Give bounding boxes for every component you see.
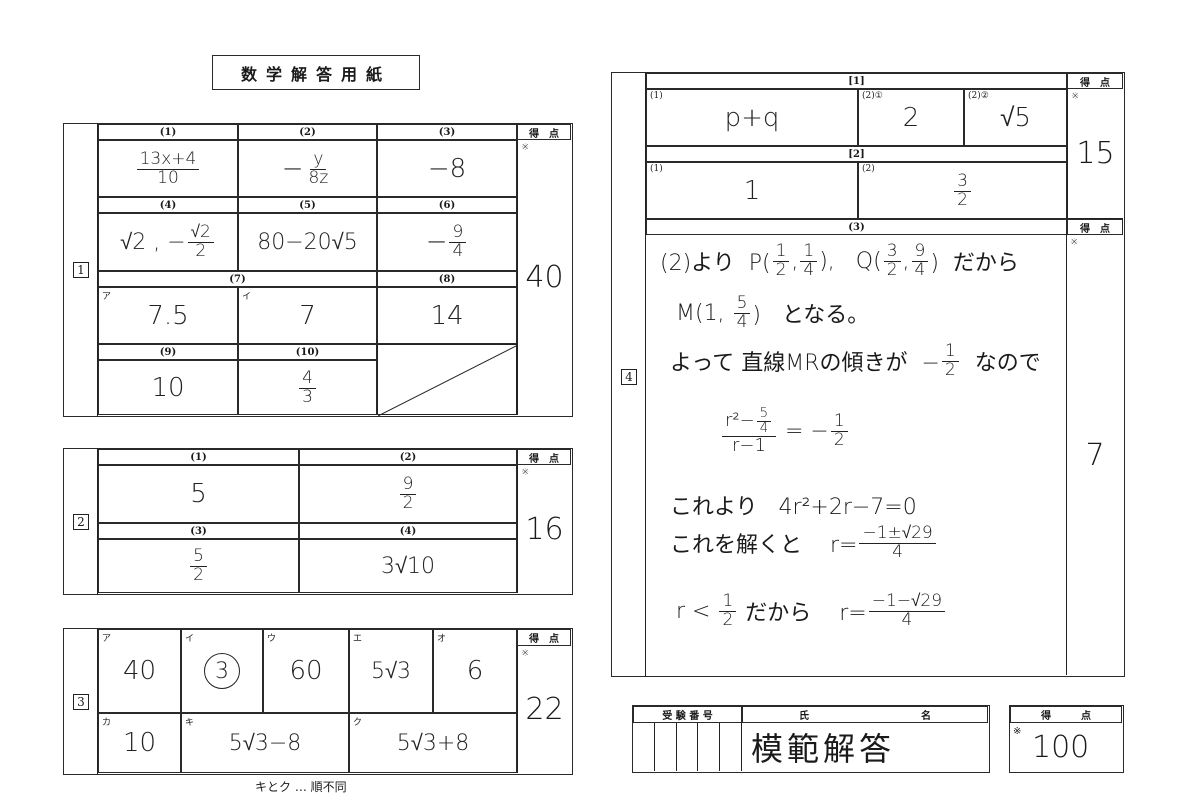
header: (4) bbox=[98, 197, 238, 213]
exam-number-header: 受 験 番 号 bbox=[633, 706, 742, 723]
name-box: 受 験 番 号 氏名 模範解答 bbox=[632, 705, 990, 773]
header: (1) bbox=[98, 124, 238, 140]
footnote: キとク … 順不同 bbox=[255, 780, 347, 794]
answer-1-5: 80−20√5 bbox=[238, 213, 377, 271]
answer-1-3: −8 bbox=[377, 140, 517, 197]
score-header: 得 点 bbox=[1010, 706, 1122, 723]
sheet-title: 数学解答用紙 bbox=[212, 55, 420, 90]
solution-line: これより 4r²+2r−7=0 bbox=[670, 495, 917, 520]
header: [1] bbox=[646, 73, 1067, 89]
section-label: 2 bbox=[73, 514, 89, 530]
answer-2-4: 3√10 bbox=[299, 539, 517, 593]
score-box: ※7 bbox=[1070, 237, 1105, 473]
header: (3) bbox=[646, 219, 1067, 235]
score-header: 得 点 bbox=[1067, 219, 1123, 235]
header: (2) bbox=[238, 124, 377, 140]
section-label: 3 bbox=[73, 694, 89, 710]
total-score: 100 bbox=[1032, 730, 1090, 765]
header: (8) bbox=[377, 271, 517, 287]
name-header: 氏名 bbox=[742, 706, 988, 723]
header: (7) bbox=[98, 271, 377, 287]
name-field[interactable]: 模範解答 bbox=[751, 730, 896, 768]
answer-2-1: 5 bbox=[98, 465, 299, 523]
header: (1) bbox=[98, 449, 299, 465]
note-mark: ※ bbox=[1013, 726, 1022, 737]
header: (2) bbox=[299, 449, 517, 465]
blank-cell bbox=[377, 344, 518, 416]
total-score-box: 得 点 ※ 100 bbox=[1009, 705, 1124, 773]
answer-1-8: 14 bbox=[377, 287, 517, 344]
answer-4-1-2b: (2)②√5 bbox=[964, 89, 1067, 146]
exam-number-field[interactable] bbox=[633, 723, 742, 771]
score-header: 得 点 bbox=[1067, 73, 1123, 89]
header: (10) bbox=[238, 344, 377, 360]
section-label: 4 bbox=[621, 369, 637, 385]
header: (9) bbox=[98, 344, 238, 360]
answer-4-1-1: (1)p+q bbox=[646, 89, 858, 146]
score-box: ※16 bbox=[517, 465, 571, 593]
score-box: ※15 bbox=[1067, 89, 1123, 219]
header: (4) bbox=[299, 523, 517, 539]
score-box: ※22 bbox=[517, 646, 571, 773]
score-header: 得 点 bbox=[517, 449, 571, 465]
header: [2] bbox=[646, 146, 1067, 162]
answer-1-9: 10 bbox=[98, 360, 238, 415]
answer-4-2-1: (1)1 bbox=[646, 162, 858, 219]
section-label: 1 bbox=[73, 262, 89, 278]
header: (3) bbox=[98, 523, 299, 539]
header: (6) bbox=[377, 197, 517, 213]
header: (5) bbox=[238, 197, 377, 213]
score-header: 得 点 bbox=[517, 124, 571, 140]
score-box: ※40 bbox=[517, 140, 571, 415]
header: (3) bbox=[377, 124, 517, 140]
score-header: 得 点 bbox=[517, 629, 571, 646]
